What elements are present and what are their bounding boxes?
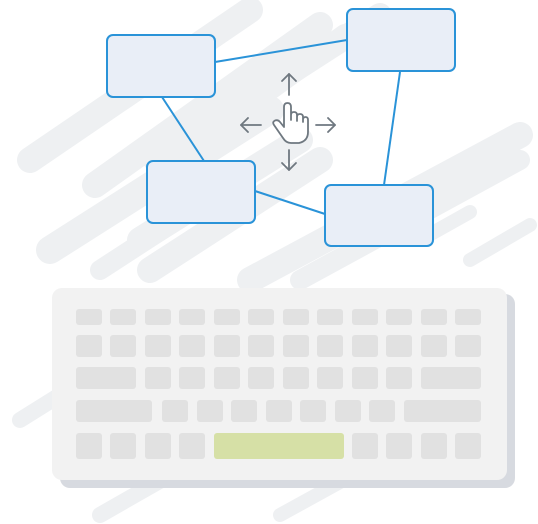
hand-pointer-icon <box>272 102 309 144</box>
keyboard-key[interactable] <box>386 335 412 357</box>
diagram-nodes <box>106 8 456 247</box>
connector-left <box>161 96 205 162</box>
keyboard-key[interactable] <box>352 433 378 459</box>
keyboard-key[interactable] <box>421 309 447 325</box>
keyboard-key[interactable] <box>110 433 136 459</box>
keyboard-key[interactable] <box>110 309 136 325</box>
arrow-right-icon <box>315 117 336 133</box>
keyboard-key[interactable] <box>369 400 395 422</box>
keyboard-key[interactable] <box>162 400 188 422</box>
keyboard-key[interactable] <box>76 335 102 357</box>
keyboard-key[interactable] <box>248 335 274 357</box>
keyboard-key[interactable] <box>386 309 412 325</box>
keyboard-key[interactable] <box>179 367 205 389</box>
keyboard-key[interactable] <box>179 433 205 459</box>
keyboard-key[interactable] <box>421 335 447 357</box>
keyboard-key[interactable] <box>266 400 292 422</box>
keyboard-key[interactable] <box>352 335 378 357</box>
arrow-left-icon <box>240 117 262 133</box>
keyboard-key[interactable] <box>455 433 481 459</box>
keyboard-key[interactable] <box>300 400 326 422</box>
node-bottom-right[interactable] <box>324 184 434 247</box>
keyboard-key[interactable] <box>317 367 343 389</box>
node-top-left[interactable] <box>106 34 216 98</box>
keyboard-key[interactable] <box>110 335 136 357</box>
keyboard-key[interactable] <box>421 433 447 459</box>
keyboard-key[interactable] <box>145 335 171 357</box>
keyboard <box>52 288 515 488</box>
keyboard-key[interactable] <box>179 309 205 325</box>
keyboard-keys <box>76 309 481 459</box>
keyboard-key[interactable] <box>76 367 136 389</box>
keyboard-key[interactable] <box>214 335 240 357</box>
connectors <box>161 39 401 215</box>
keyboard-key[interactable] <box>197 400 223 422</box>
keyboard-key[interactable] <box>214 309 240 325</box>
keyboard-key[interactable] <box>145 309 171 325</box>
keyboard-key[interactable] <box>455 335 481 357</box>
keyboard-key[interactable] <box>76 433 102 459</box>
node-bottom-left[interactable] <box>146 160 256 224</box>
keyboard-key[interactable] <box>231 400 257 422</box>
connector-right <box>383 71 401 186</box>
keyboard-key[interactable] <box>317 335 343 357</box>
keyboard-key[interactable] <box>283 309 309 325</box>
keyboard-key[interactable] <box>283 335 309 357</box>
keyboard-key[interactable] <box>248 367 274 389</box>
keyboard-key[interactable] <box>179 335 205 357</box>
keyboard-key[interactable] <box>283 367 309 389</box>
node-top-right[interactable] <box>346 8 456 72</box>
keyboard-key[interactable] <box>386 433 412 459</box>
keyboard-key[interactable] <box>248 309 274 325</box>
keyboard-key[interactable] <box>335 400 361 422</box>
arrow-up-icon <box>281 73 297 96</box>
arrow-down-icon <box>281 149 297 171</box>
keyboard-key[interactable] <box>145 433 171 459</box>
connector-top <box>214 39 348 63</box>
keyboard-key[interactable] <box>76 400 152 422</box>
keyboard-key[interactable] <box>145 367 171 389</box>
keyboard-key[interactable] <box>317 309 343 325</box>
connector-bottom <box>254 190 326 215</box>
keyboard-key[interactable] <box>214 367 240 389</box>
keyboard-key[interactable] <box>455 309 481 325</box>
keyboard-key[interactable] <box>352 367 378 389</box>
keyboard-key[interactable] <box>404 400 481 422</box>
space-bar-key[interactable] <box>214 433 344 459</box>
keyboard-key[interactable] <box>352 309 378 325</box>
keyboard-key[interactable] <box>76 309 102 325</box>
keyboard-key[interactable] <box>421 367 481 389</box>
keyboard-key[interactable] <box>386 367 412 389</box>
